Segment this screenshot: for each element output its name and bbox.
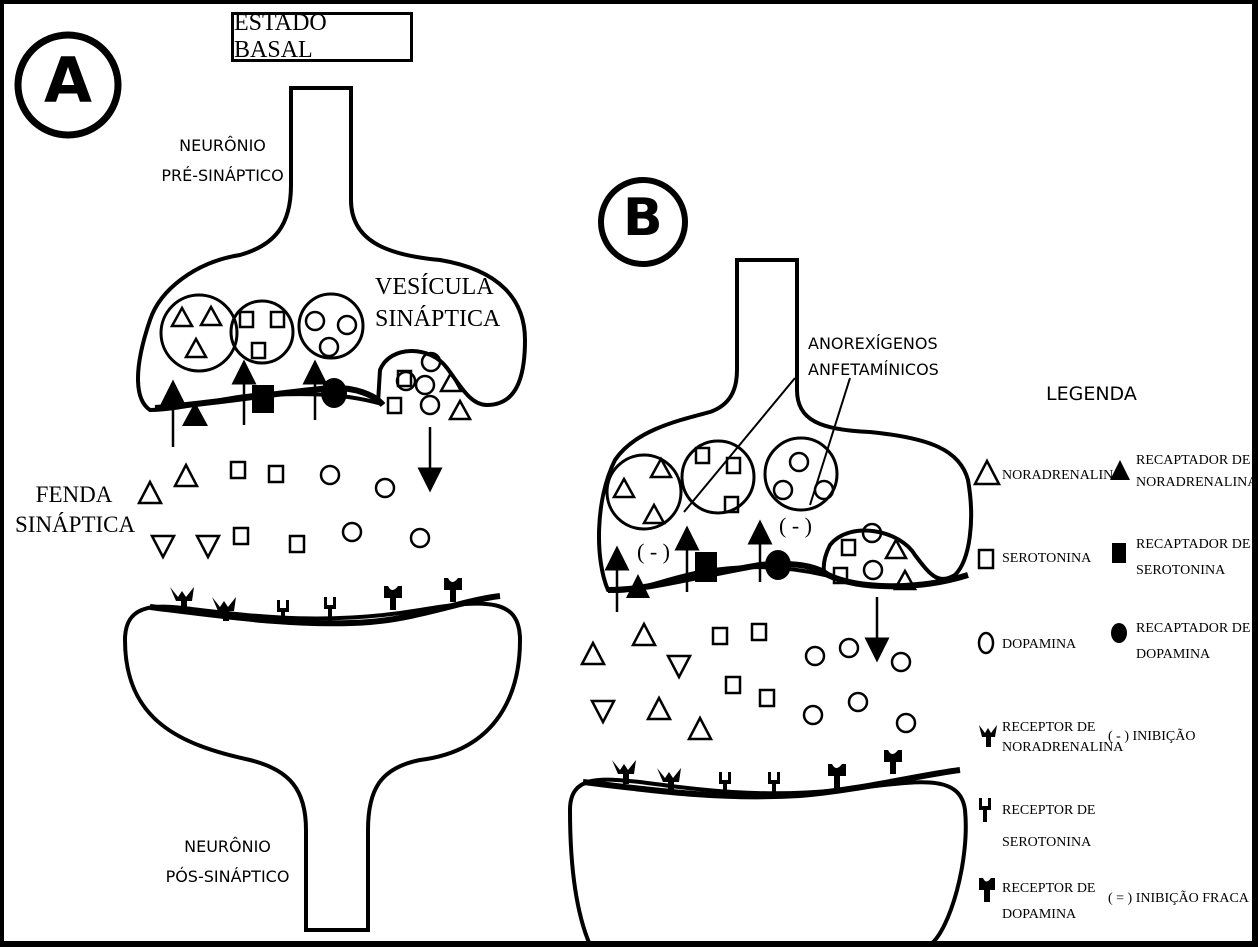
legend-na-reuptake-line2: NORADRENALINA: [1136, 472, 1257, 494]
vesicle-label-line1: VESÍCULA: [375, 271, 490, 303]
legend-serotonin-icon: [979, 550, 993, 568]
da-reuptake-b: [765, 550, 791, 580]
vesicle-noradrenaline-a: [161, 295, 237, 371]
postsynaptic-neuron-b: [570, 780, 966, 945]
cleft-neurotransmitters-b: [582, 624, 915, 739]
legend-receptor-da-line2: DOPAMINA: [1002, 902, 1095, 928]
postsynaptic-label: NEURÔNIO PÓS-SINÁPTICO: [150, 832, 305, 892]
drug-action-lines: [684, 378, 850, 512]
panel-a-letter: A: [44, 44, 92, 117]
legend-5ht-reuptake: RECAPTADOR DE SEROTONINA: [1136, 532, 1250, 584]
cleft-label: FENDA SINÁPTICA: [15, 480, 133, 540]
postsynaptic-label-line2: PÓS-SINÁPTICO: [150, 862, 305, 892]
legend-weak-inhibition: ( = ) INIBIÇÃO FRACA: [1108, 891, 1249, 907]
legend-receptor-na: RECEPTOR DE NORADRENALINA: [1002, 718, 1123, 758]
legend-receptor-5ht: RECEPTOR DE SEROTONINA: [1002, 795, 1095, 859]
legend-da-reuptake-line2: DOPAMINA: [1136, 642, 1250, 668]
legend-serotonin: SEROTONINA: [1002, 551, 1091, 567]
vesicle-label-line2: SINÁPTICA: [375, 303, 490, 335]
5ht-reuptake-a: [252, 385, 274, 413]
legend-noradrenaline: NORADRENALINA: [1002, 468, 1123, 484]
presynaptic-label: NEURÔNIO PRÉ-SINÁPTICO: [150, 131, 295, 191]
5ht-reuptake-b: [695, 552, 717, 582]
inhibition-mark-1: ( - ): [637, 539, 670, 565]
baseline-title-box: ESTADO BASAL: [231, 12, 413, 62]
legend-5ht-reuptake-icon: [1112, 543, 1126, 563]
cleft-label-line2: SINÁPTICA: [15, 510, 133, 540]
legend-dopamine-icon: [979, 633, 993, 653]
vesicle-label: VESÍCULA SINÁPTICA: [375, 271, 490, 335]
vesicle-serotonin-a: [231, 301, 293, 363]
postsynaptic-label-line1: NEURÔNIO: [150, 832, 305, 862]
legend-receptor-na-icon: [979, 725, 997, 747]
panel-b-letter: B: [623, 188, 663, 248]
cleft-neurotransmitters-a: [139, 462, 429, 557]
drug-label: ANOREXÍGENOS ANFETAMÍNICOS: [808, 331, 939, 383]
cleft-label-line1: FENDA: [15, 480, 133, 510]
drug-label-line1: ANOREXÍGENOS: [808, 331, 939, 357]
legend-receptor-5ht-line2: SEROTONINA: [1002, 827, 1095, 859]
legend-receptor-na-line2: NORADRENALINA: [1002, 738, 1123, 758]
legend-dopamine: DOPAMINA: [1002, 637, 1076, 653]
legend-title: LEGENDA: [1046, 383, 1137, 405]
drug-label-line2: ANFETAMÍNICOS: [808, 357, 939, 383]
presynaptic-label-line2: PRÉ-SINÁPTICO: [150, 161, 295, 191]
legend-receptor-na-line1: RECEPTOR DE: [1002, 718, 1123, 738]
legend-noradrenaline-icon: [975, 461, 999, 484]
legend-5ht-reuptake-line1: RECAPTADOR DE: [1136, 532, 1250, 558]
inhibition-mark-2: ( - ): [779, 513, 812, 539]
legend-receptor-da: RECEPTOR DE DOPAMINA: [1002, 876, 1095, 928]
fused-vesicle-a: [388, 353, 470, 419]
legend-na-reuptake: RECAPTADOR DE NORADRENALINA: [1136, 450, 1257, 494]
legend-da-reuptake: RECAPTADOR DE DOPAMINA: [1136, 616, 1250, 668]
presynaptic-label-line1: NEURÔNIO: [150, 131, 295, 161]
vesicle-noradrenaline-b: [607, 455, 681, 529]
da-reuptake-a: [321, 378, 347, 408]
legend-na-reuptake-line1: RECAPTADOR DE: [1136, 450, 1257, 472]
legend-da-reuptake-icon: [1111, 623, 1127, 643]
legend-da-reuptake-line1: RECAPTADOR DE: [1136, 616, 1250, 642]
legend-receptor-da-line1: RECEPTOR DE: [1002, 876, 1095, 902]
legend-receptor-5ht-line1: RECEPTOR DE: [1002, 795, 1095, 827]
legend-5ht-reuptake-line2: SEROTONINA: [1136, 558, 1250, 584]
legend-receptor-da-icon: [979, 878, 995, 902]
legend-receptor-5ht-icon: [979, 798, 991, 822]
vesicle-dopamine-b: [765, 438, 837, 510]
legend-inhibition: ( - ) INIBIÇÃO: [1108, 729, 1195, 745]
baseline-title: ESTADO BASAL: [234, 10, 410, 64]
vesicle-dopamine-a: [299, 294, 363, 358]
